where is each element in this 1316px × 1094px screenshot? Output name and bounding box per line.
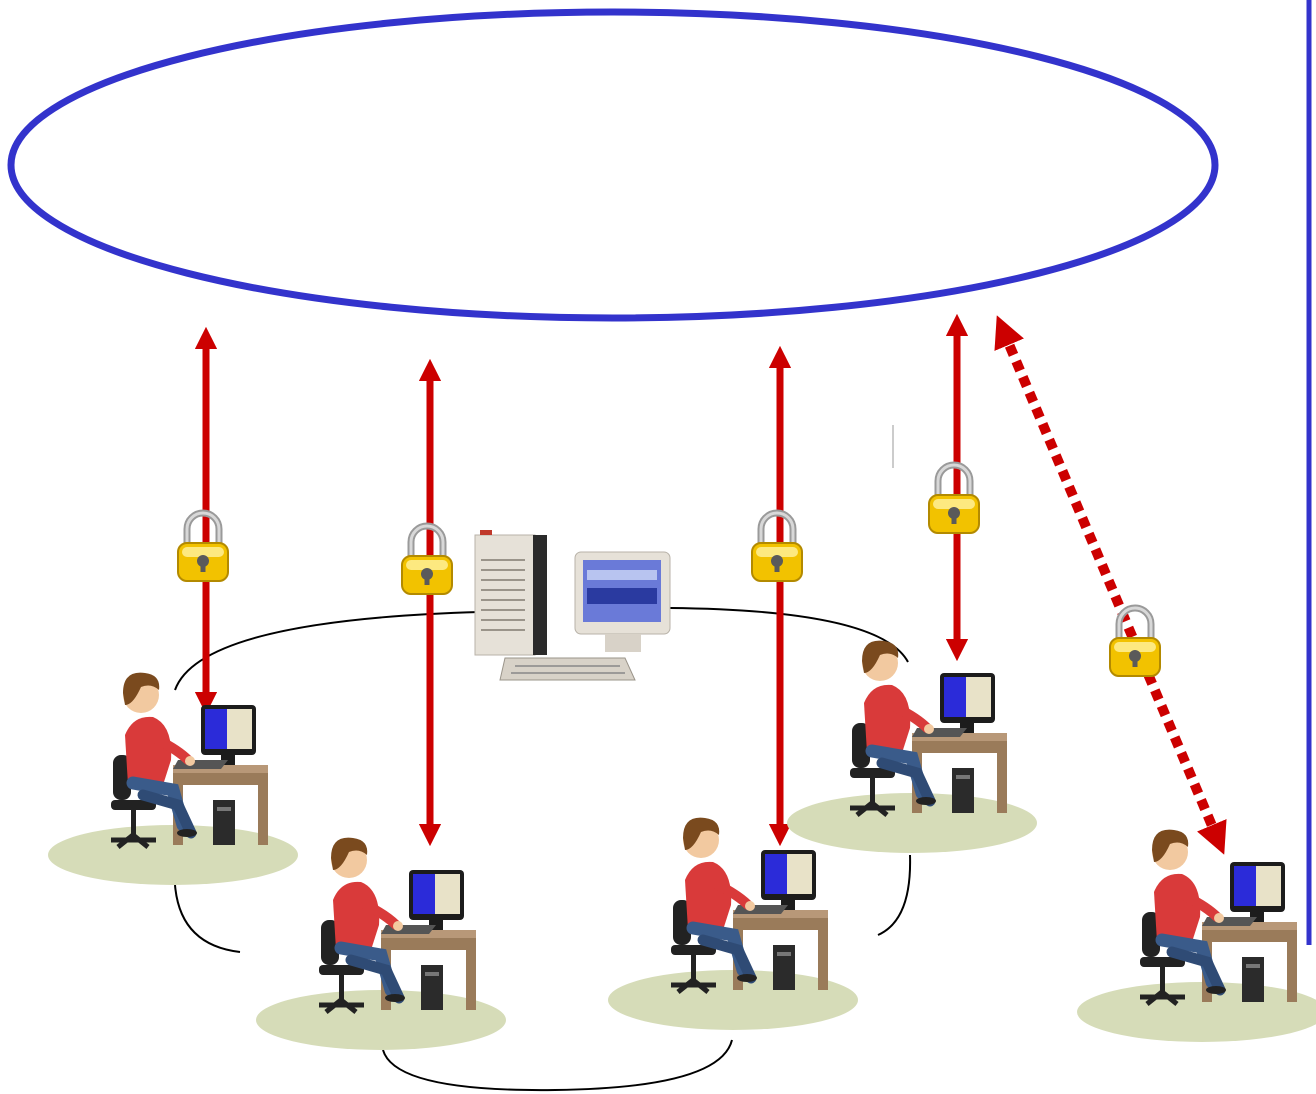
secure-links <box>194 313 1227 855</box>
lan-ring <box>174 607 912 1092</box>
person-at-computer-icon <box>787 641 1037 853</box>
person-at-computer-icon <box>256 838 506 1050</box>
internet-cloud <box>7 8 1219 322</box>
person-at-computer-icon <box>608 818 858 1030</box>
person-at-computer-icon <box>1077 830 1316 1042</box>
server-workstation-icon <box>474 530 671 681</box>
padlock-icon <box>1110 608 1160 676</box>
link-remote-user <box>994 315 1227 855</box>
person-at-computer-icon <box>48 673 298 885</box>
